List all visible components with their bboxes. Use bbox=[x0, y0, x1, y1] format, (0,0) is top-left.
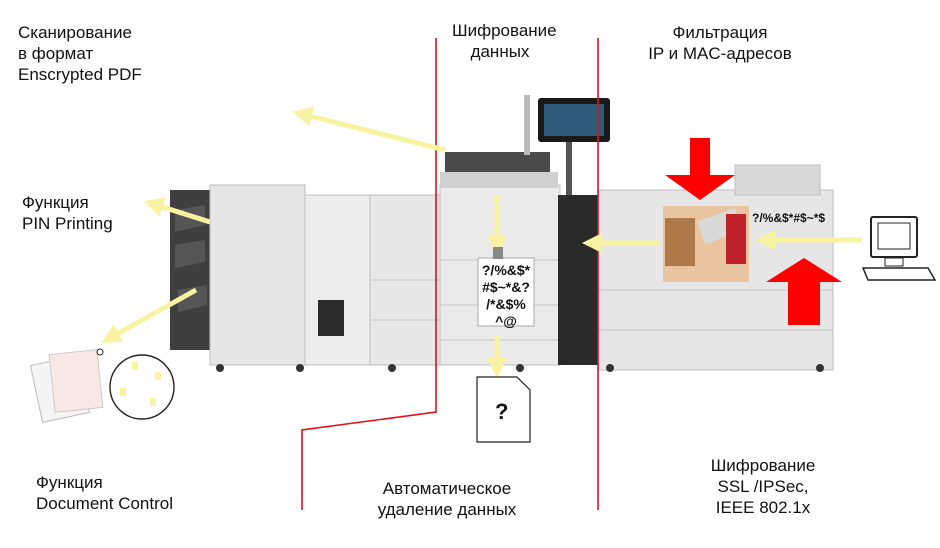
encrypted-sheet bbox=[477, 257, 535, 327]
label-data-encryption: Шифрование данных bbox=[452, 21, 557, 61]
document-control-papers bbox=[29, 348, 175, 423]
network-code: ?/%&$*#$~*$ bbox=[752, 211, 826, 225]
document-feeder bbox=[445, 152, 550, 172]
arrow-to-pin bbox=[143, 197, 211, 225]
panel-arm bbox=[566, 140, 572, 195]
label-document-control: Функция Document Control bbox=[36, 473, 174, 513]
divider-left bbox=[301, 38, 437, 510]
label-auto-delete: Автоматическое удаление данных bbox=[377, 479, 517, 519]
label-scan-pdf: Сканирование в формат Enscrypted PDF bbox=[18, 23, 142, 84]
label-pin-printing: Функция PIN Printing bbox=[22, 193, 113, 233]
unknown-doc-mark: ? bbox=[495, 399, 509, 424]
red-arrow-down bbox=[665, 138, 735, 200]
flow-arrows bbox=[101, 106, 862, 378]
encrypted-code: ?/%&$* #$~*&? /*&$% ^@ bbox=[481, 262, 531, 329]
front-panel-dark bbox=[558, 195, 598, 365]
label-ip-mac-filter: Фильтрация IP и MAC-адресов bbox=[648, 23, 792, 63]
security-photo bbox=[663, 206, 749, 282]
arrow-to-document bbox=[101, 287, 198, 343]
paper-bin bbox=[318, 300, 344, 336]
computer-icon bbox=[861, 216, 937, 281]
arrow-to-scan bbox=[292, 106, 446, 153]
finisher-unit bbox=[209, 184, 306, 366]
red-arrow-up bbox=[766, 258, 842, 325]
label-ssl-encryption: Шифрование SSL /IPSec, IEEE 802.1x bbox=[710, 456, 816, 517]
unknown-document bbox=[476, 376, 531, 443]
red-arrows bbox=[665, 138, 842, 325]
